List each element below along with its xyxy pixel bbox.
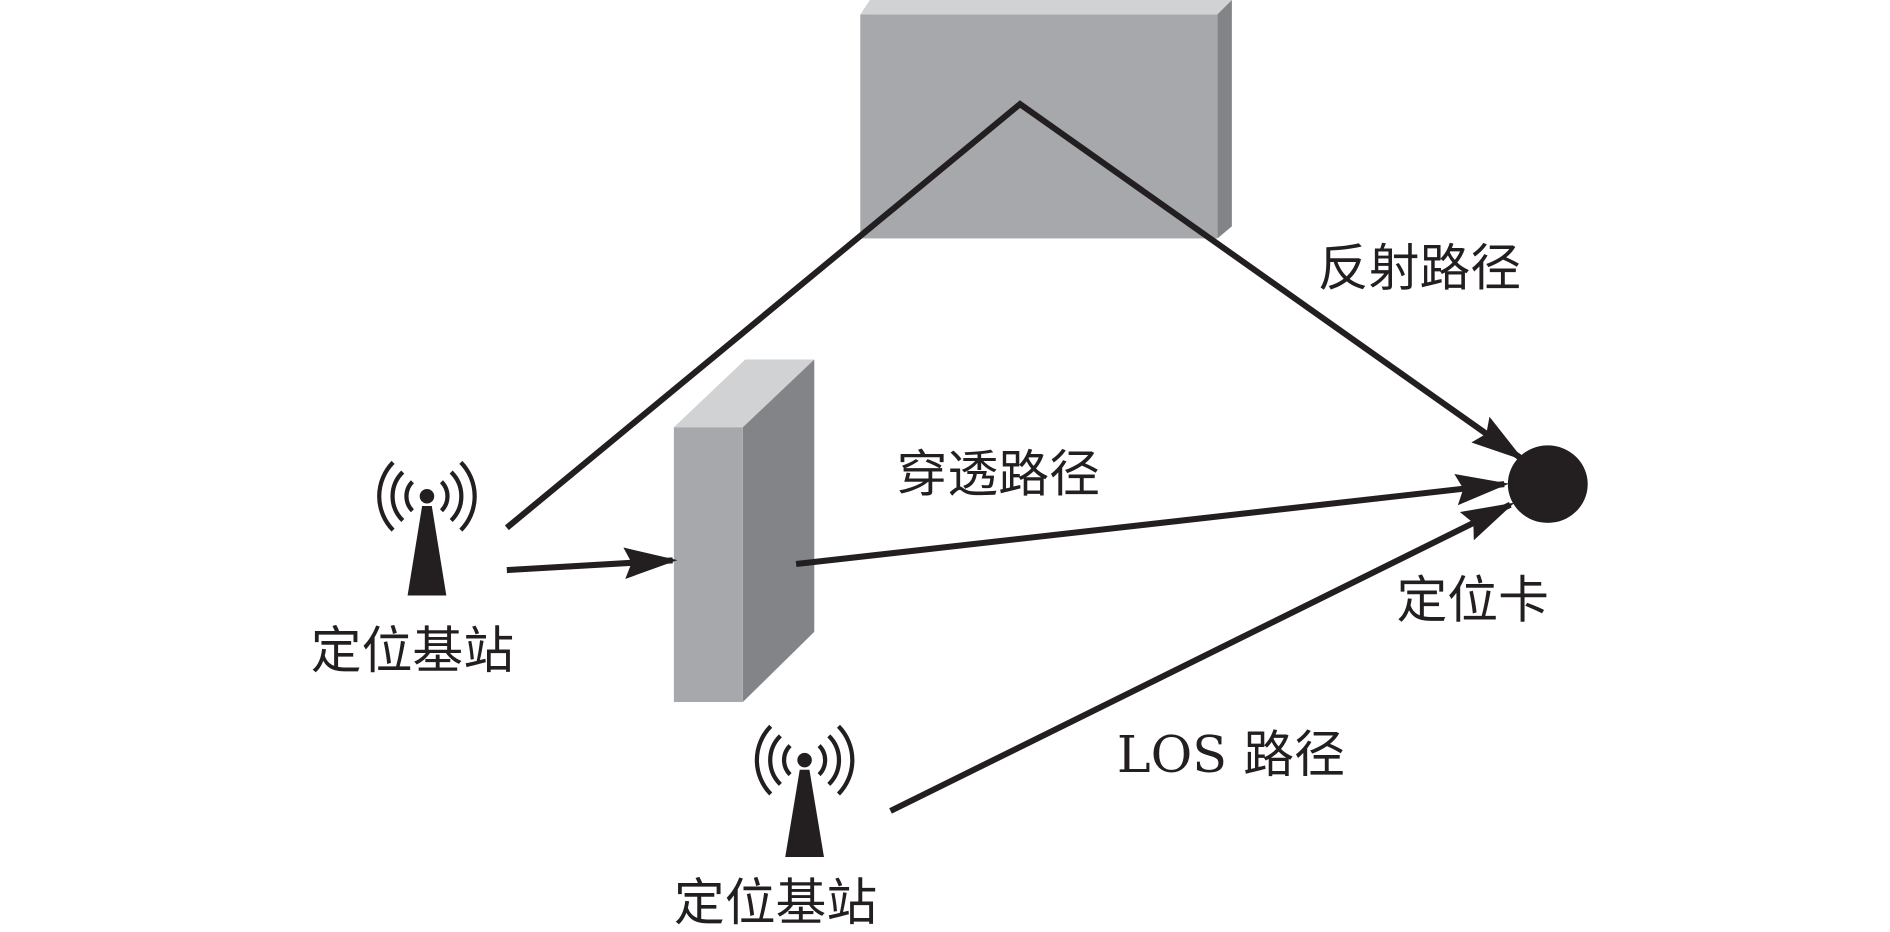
penetration-path-outgoing xyxy=(795,473,1510,568)
reflection-path-label: 反射路径 xyxy=(1318,239,1521,298)
base-station-label-2: 定位基站 xyxy=(674,873,877,932)
penetration-wall xyxy=(673,359,815,703)
los-path-label: LOS 路径 xyxy=(1117,725,1345,784)
base-station-antenna-icon xyxy=(377,460,477,596)
base-station-antenna-icon xyxy=(754,724,855,857)
base-station-label-1: 定位基站 xyxy=(311,621,514,680)
tag-label: 定位卡 xyxy=(1396,570,1548,629)
positioning-tag-dot xyxy=(1507,445,1588,523)
los-path-line xyxy=(889,502,1515,814)
penetration-path-incoming xyxy=(506,547,678,579)
reflection-path-line xyxy=(504,100,1524,531)
penetration-path-label: 穿透路径 xyxy=(897,444,1100,503)
